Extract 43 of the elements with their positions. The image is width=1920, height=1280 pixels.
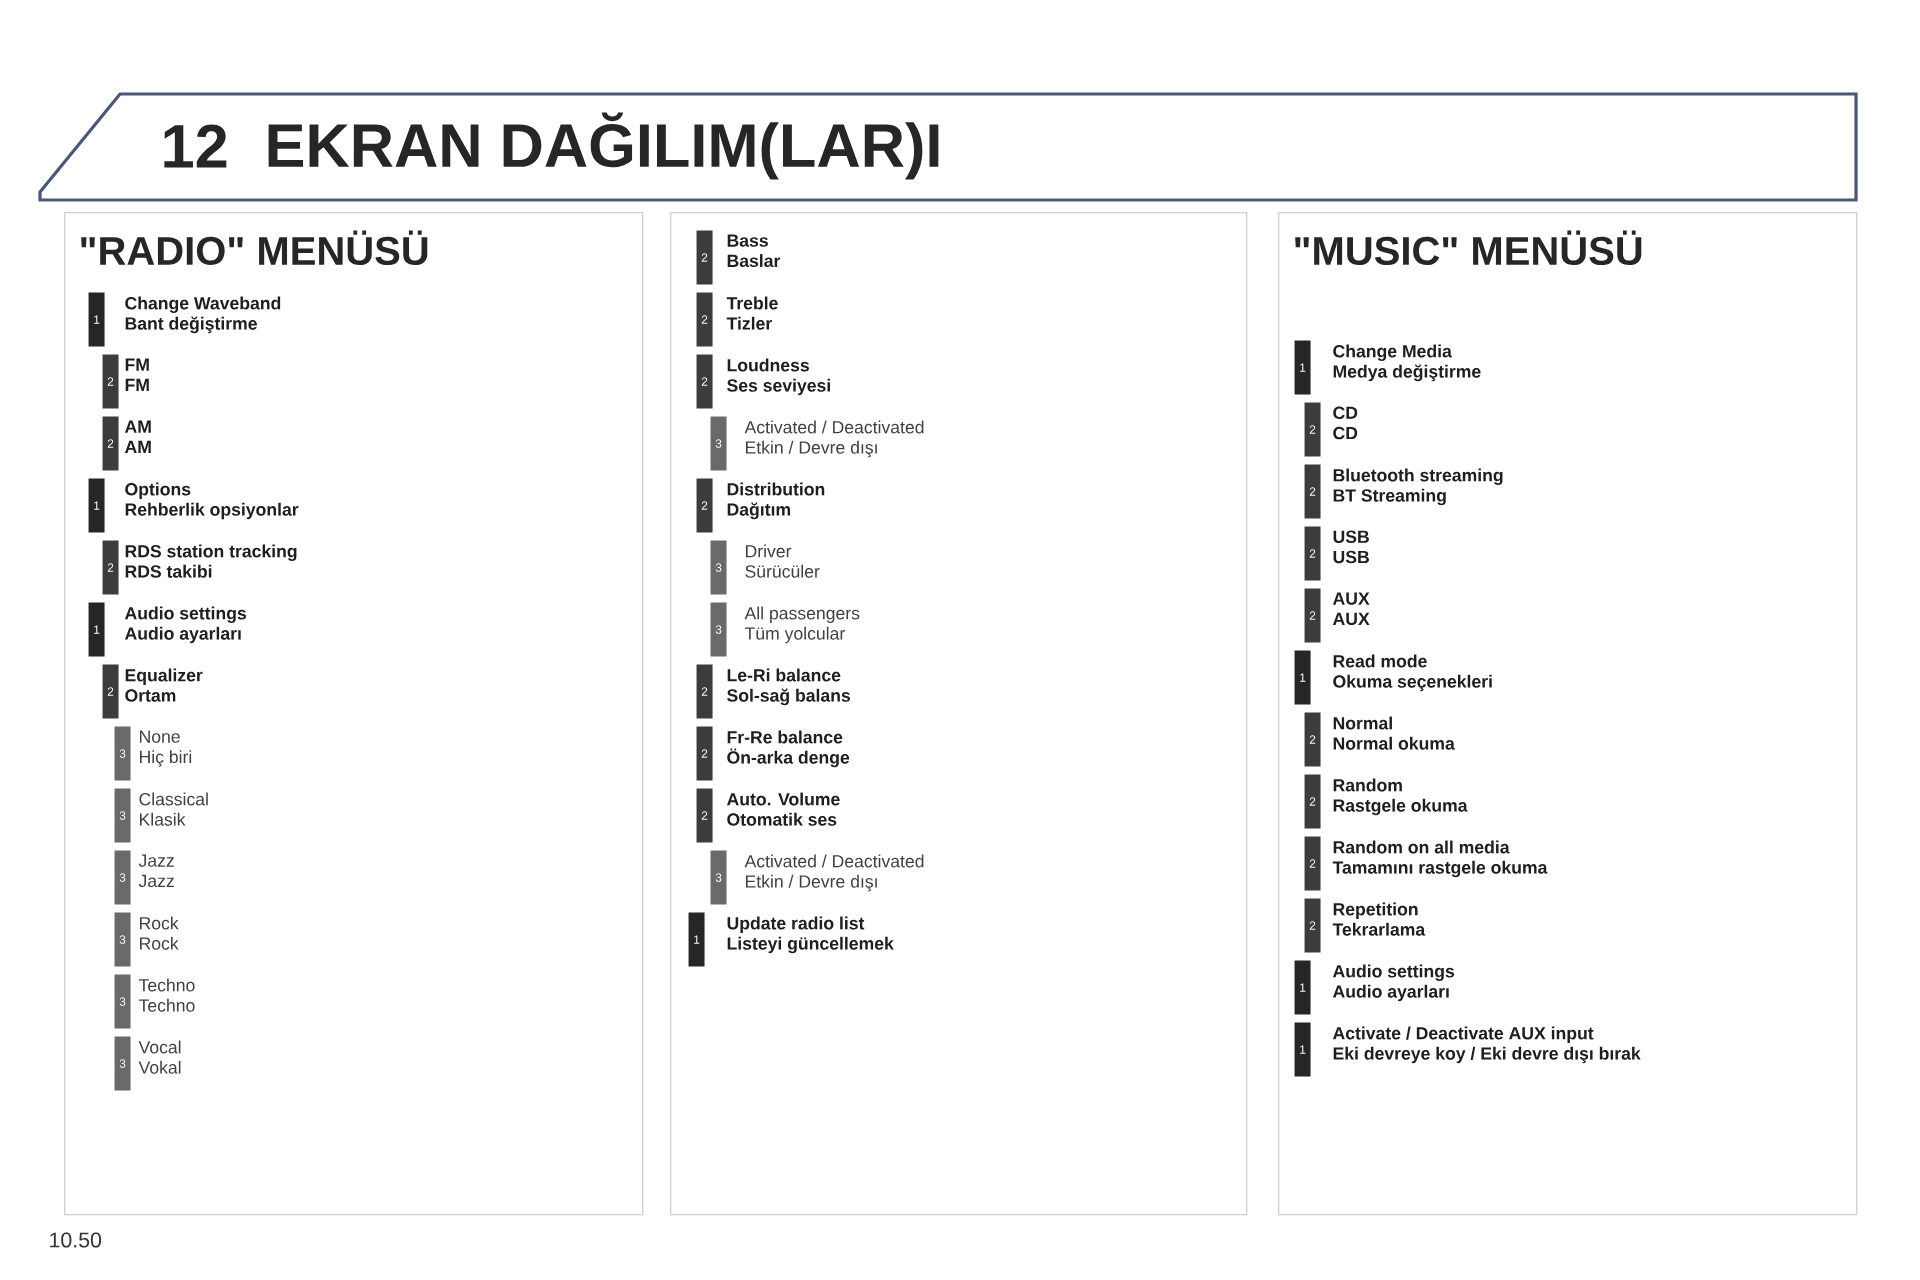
menu-item-label: USB USB <box>1333 530 1369 564</box>
menu-item-label: Jazz Jazz <box>138 854 174 888</box>
menu-item-label: Le-Ri balance Sol-sağ balans <box>727 668 851 706</box>
menu-item-label: Loudness Ses seviyesi <box>727 358 830 396</box>
menu-item-label: Random Rastgele okuma <box>1333 778 1468 816</box>
menu-item-label: Random on all media Tamamını rastgele okuma <box>1332 840 1548 878</box>
menu-item-label: Bluetooth streaming BT Streaming <box>1333 468 1503 506</box>
menu-item-label: Classical Klasik <box>139 792 208 826</box>
chapter-number: 12 <box>164 124 227 168</box>
menu-item-label: Normal Normal okuma <box>1333 716 1455 750</box>
menu-item-label: FM FM <box>125 358 149 391</box>
panel-title: "RADIO" MENÜSÜ <box>81 230 428 266</box>
menu-item-label: Activated / Deactivated Etkin / Devre dışı <box>744 854 924 892</box>
menu-panel <box>670 212 1248 1216</box>
menu-item-label: Read mode Okuma seçenekleri <box>1333 654 1492 692</box>
menu-item-label: Repetition Tekrarlama <box>1332 902 1426 936</box>
menu-item-label: Rock Rock <box>140 916 179 950</box>
menu-item-label: Auto. Volume Otomatik ses <box>726 792 840 826</box>
menu-item-label: Audio settings Audio ayarları <box>1332 964 1455 1002</box>
menu-item-label: Distribution Dağıtım <box>727 482 825 520</box>
menu-item-label: Change Waveband Bant değiştirme <box>125 296 281 334</box>
menu-item-label: Fr-Re balance Ön-arka denge <box>727 730 850 768</box>
menu-item-label: None Hiç biri <box>140 730 192 767</box>
menu-item-label: Driver Sürücüler <box>745 544 820 578</box>
menu-item-label: RDS station tracking RDS takibi <box>125 544 297 578</box>
menu-item-label: Activated / Deactivated Etkin / Devre dışı <box>744 420 924 458</box>
menu-item-label: Audio settings Audio ayarları <box>124 606 247 644</box>
menu-item-label: Techno Techno <box>138 978 195 1012</box>
menu-item-label: Update radio list Listeyi güncellemek <box>727 916 894 954</box>
menu-item-label: AUX AUX <box>1332 592 1370 626</box>
menu-item-label: Treble Tizler <box>726 296 778 330</box>
menu-item-label: Equalizer Ortam <box>125 668 203 702</box>
menu-item-label: Activate / Deactivate AUX input Eki devreye koy / Eki devre dışı bırak <box>1332 1026 1641 1064</box>
page-title: EKRAN DAĞILIM(LAR)I <box>268 112 939 180</box>
panel-title: "MUSIC" MENÜSÜ <box>1295 230 1642 266</box>
menu-item-label: Vocal Vokal <box>138 1040 181 1074</box>
menu-item-label: Change Media Medya değiştirme <box>1333 344 1481 382</box>
menu-item-label: CD CD <box>1333 406 1358 440</box>
menu-item-label: All passengers Tüm yolcular <box>744 606 860 644</box>
menu-item-label: Bass Baslar <box>727 234 781 268</box>
menu-item-label: Options Rehberlik opsiyonlar <box>125 482 299 520</box>
menu-item-label: AM AM <box>124 420 151 453</box>
page-number: 10.50 <box>50 1232 102 1248</box>
